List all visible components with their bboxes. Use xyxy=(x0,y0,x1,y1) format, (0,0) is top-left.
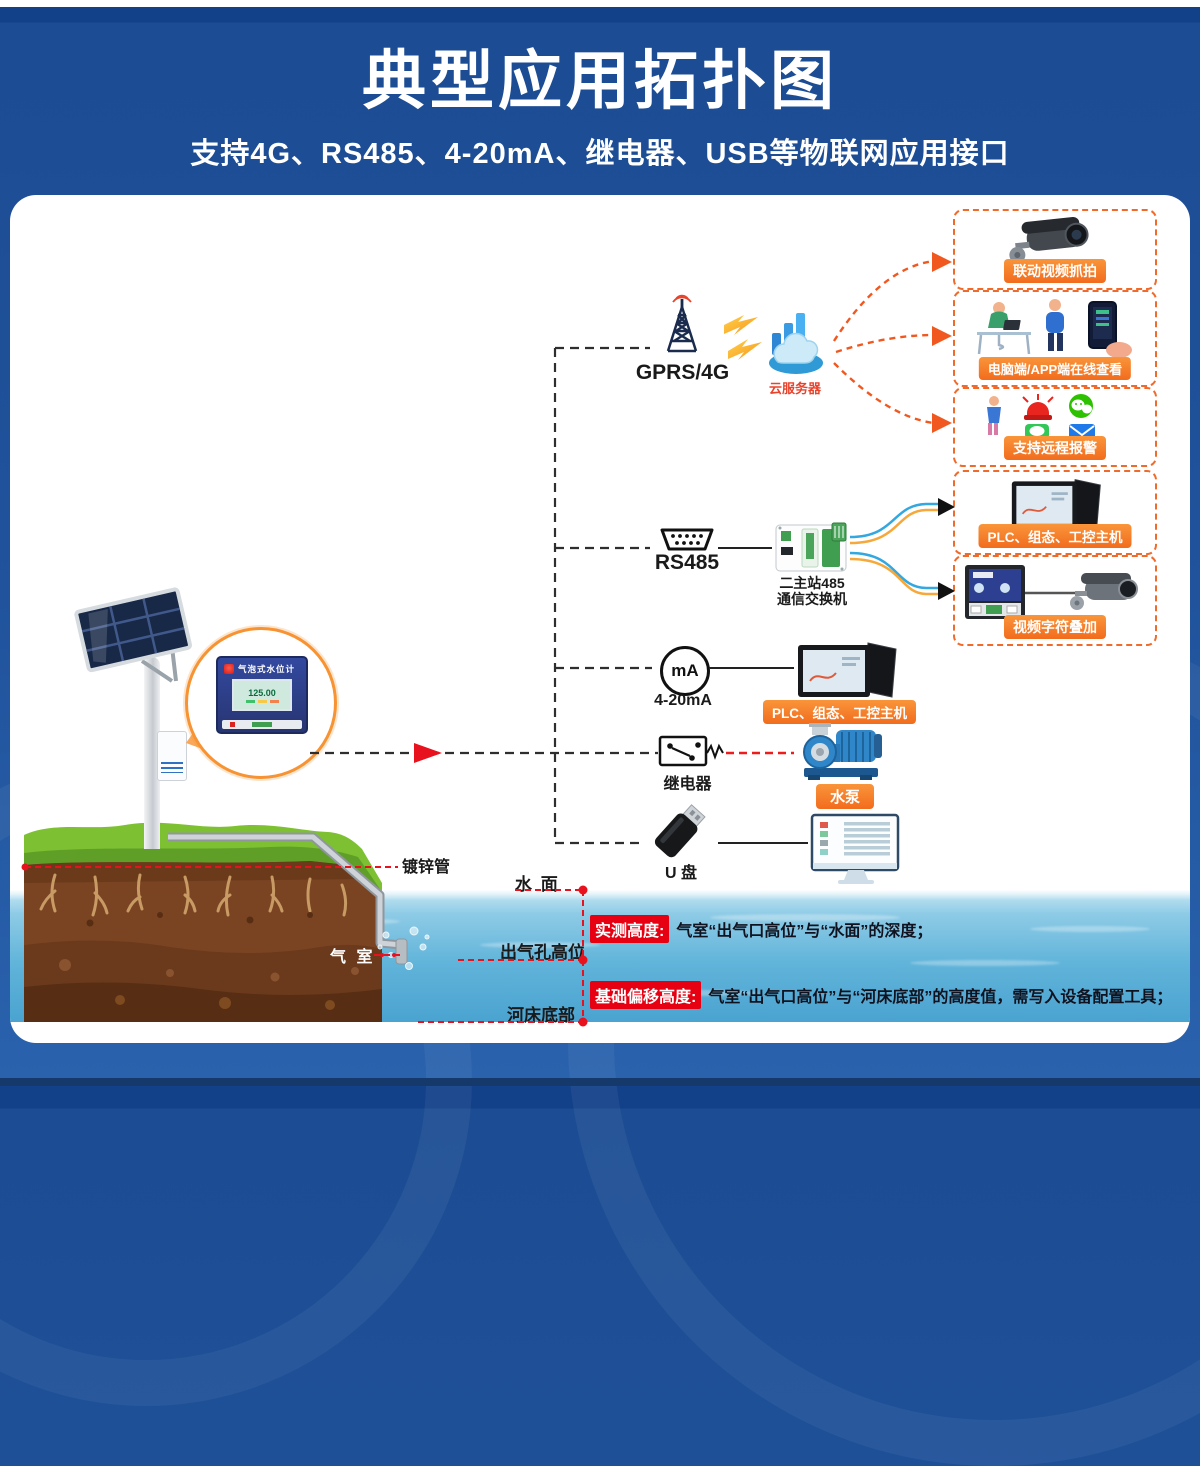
lightning-icon xyxy=(724,315,758,335)
base-offset-note: 基础偏移高度: 气室“出气口高位”与“河床底部”的高度值，需写入设备配置工具； xyxy=(590,981,1172,1009)
cloud-server-label: 云服务器 xyxy=(768,381,821,396)
cloud-server-icon xyxy=(769,313,823,374)
pipe-label: 镀锌管 xyxy=(402,859,451,876)
bottom-strip xyxy=(0,1078,1200,1086)
cloud-target-label: 联动视频抓拍 xyxy=(1004,259,1106,283)
base-offset-badge: 基础偏移高度: xyxy=(590,981,702,1009)
rs485-target-label: 视频字符叠加 xyxy=(1004,615,1106,639)
video-overlay-device-and-camera-icon xyxy=(965,565,1138,619)
ma-target-label: PLC、组态、工控主机 xyxy=(763,700,916,724)
device-title: 气泡式水位计 xyxy=(238,664,296,674)
measured-height-note: 实测高度: 气室“出气口高位”与“水面”的深度； xyxy=(590,915,932,943)
cloud-target-box-video-capture: 联动视频抓拍 xyxy=(953,209,1157,290)
top-white-strip xyxy=(0,0,1200,7)
computer-monitor-icon xyxy=(810,813,900,884)
device-terminal-strip xyxy=(222,720,302,729)
device-logo xyxy=(224,664,234,674)
antenna-tower-icon xyxy=(666,294,698,353)
rs485-switch-device xyxy=(775,522,847,572)
outlet-height-label: 出气孔高位 xyxy=(500,943,585,962)
riverbed-label: 河床底部 xyxy=(507,1006,575,1025)
usb-label: U 盘 xyxy=(664,865,697,882)
alarm-channels-icon xyxy=(987,394,1095,439)
page-title: 典型应用拓扑图 xyxy=(362,45,838,117)
water-pump-icon xyxy=(803,723,882,780)
cloud-target-label: 电脑端/APP端在线查看 xyxy=(978,357,1132,380)
ma-circle-icon: mA xyxy=(660,646,710,696)
cctv-camera-icon xyxy=(1009,216,1089,264)
usb-drive-icon xyxy=(654,804,706,858)
air-chamber-label: 气 室 xyxy=(330,949,376,966)
air-chamber xyxy=(395,938,408,965)
red-arrowhead xyxy=(414,743,442,763)
soil-spots xyxy=(59,912,359,1010)
page-subtitle: 支持4G、RS485、4-20mA、继电器、USB等物联网应用接口 xyxy=(190,138,1010,170)
cloud-fanout-arrows xyxy=(832,259,935,425)
ma-label: 4-20mA xyxy=(654,692,712,709)
water-surface-label: 水 面 xyxy=(515,875,560,894)
pump-label: 水泵 xyxy=(816,784,875,809)
device-screen-value: 125.00 xyxy=(248,687,276,698)
rs485-connector-icon xyxy=(660,528,714,551)
rs485-label: RS485 xyxy=(654,551,720,574)
industrial-monitor-icon xyxy=(1011,479,1101,529)
cloud-target-label: 支持远程报警 xyxy=(1004,436,1106,460)
station-pole xyxy=(144,657,160,849)
station-cabinet xyxy=(157,731,187,781)
gprs-label: GPRS/4G xyxy=(635,361,730,384)
relay-contact-icon xyxy=(658,735,724,767)
rs485-switch-label: 二主站485 通信交换机 xyxy=(777,575,847,607)
lightning-icon xyxy=(728,339,762,360)
cloud-target-box-online-view: 电脑端/APP端在线查看 xyxy=(953,290,1157,387)
measured-height-badge: 实测高度: xyxy=(590,915,670,943)
pc-and-app-users-icon xyxy=(977,299,1132,358)
solar-panel-icon xyxy=(74,587,192,683)
roots xyxy=(39,873,348,917)
relay-label: 继电器 xyxy=(663,776,712,793)
terrain-cross-section xyxy=(24,822,430,1022)
device-screen: 125.00 xyxy=(232,679,292,711)
rs485-target-label: PLC、组态、工控主机 xyxy=(978,524,1132,548)
rs485-target-box-video-overlay: 视频字符叠加 xyxy=(953,555,1157,646)
rs485-target-box-plc: PLC、组态、工控主机 xyxy=(953,470,1157,555)
cloud-target-box-remote-alarm: 支持远程报警 xyxy=(953,387,1157,467)
water-level-meter-device: 气泡式水位计 125.00 xyxy=(216,656,308,734)
industrial-monitor-icon xyxy=(798,642,897,698)
diagram-panel: 气泡式水位计 125.00 GPRS/4G 云服务器 xyxy=(10,195,1190,1043)
